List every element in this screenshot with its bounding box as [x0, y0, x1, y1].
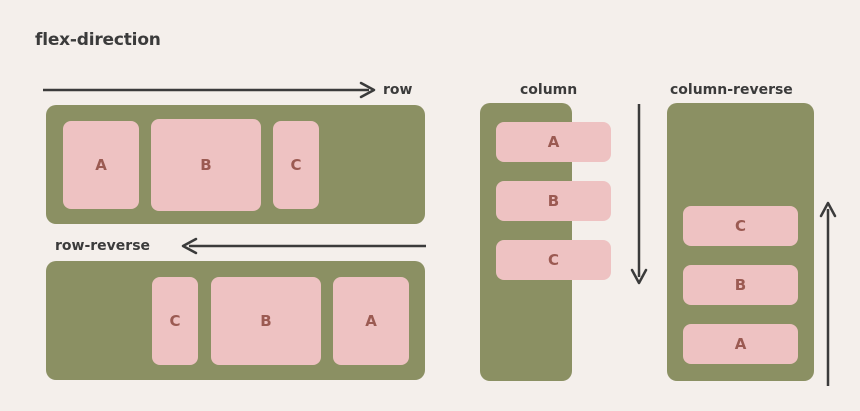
flex-item-b: B — [211, 277, 321, 365]
flex-item-c: C — [152, 277, 198, 365]
flex-item-b: B — [683, 265, 798, 305]
flex-item-c: C — [273, 121, 319, 209]
arrow-down-icon — [630, 104, 648, 285]
axis-label-row-reverse: row-reverse — [55, 238, 151, 254]
flex-item-a: A — [683, 324, 798, 364]
axis-label-row: row — [383, 82, 413, 98]
arrow-right-icon — [43, 81, 376, 99]
arrow-left-icon — [181, 237, 426, 255]
flex-item-a: A — [333, 277, 409, 365]
arrow-up-icon — [819, 201, 837, 386]
flex-item-a: A — [63, 121, 139, 209]
axis-label-column: column — [520, 82, 578, 98]
flex-item-c: C — [496, 240, 611, 280]
page-title: flex-direction — [35, 30, 161, 50]
flex-item-c: C — [683, 206, 798, 246]
axis-label-column-reverse: column-reverse — [670, 82, 793, 98]
flex-item-b: B — [151, 119, 261, 211]
flex-item-b: B — [496, 181, 611, 221]
flex-item-a: A — [496, 122, 611, 162]
